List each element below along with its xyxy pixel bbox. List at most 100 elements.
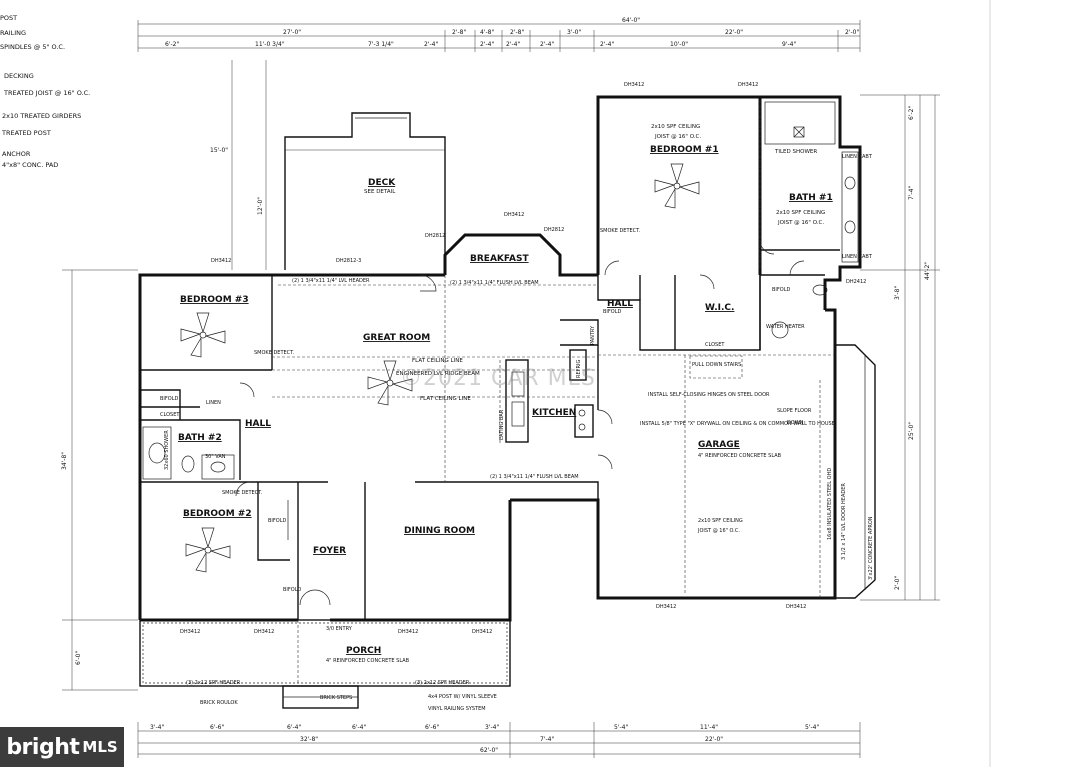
flat-ceiling-note: FLAT CEILING LINE	[420, 396, 471, 402]
dim-label: 6'-2"	[165, 41, 179, 48]
joist-note: JOIST @ 16" O.C.	[697, 528, 740, 534]
dim-label: 11'-4"	[700, 724, 718, 731]
bath2-fixtures	[142, 426, 235, 480]
dim-label: 12'-0"	[257, 197, 264, 215]
dim-label: 7'-3 1/4"	[368, 41, 394, 48]
doors	[235, 239, 805, 606]
dim-label: 22'-0"	[705, 736, 723, 743]
dim-label: 6'-0"	[75, 651, 82, 665]
legend-item: RAILING	[0, 29, 26, 37]
water-heater-label: WATER HEATER	[766, 324, 805, 330]
exterior-walls	[138, 95, 862, 622]
window-tag: DH3412	[624, 82, 644, 88]
room-label-kitchen: KITCHEN	[532, 408, 576, 418]
bath1-fixtures	[764, 101, 859, 296]
right-dimensions: 6'-2" 7'-4" 44'-2" 3'-8" 25'-0" 2'-0"	[860, 94, 940, 601]
dim-label: 3'-4"	[485, 724, 499, 731]
slab-note: 4" REINFORCED CONCRETE SLAB	[698, 453, 782, 459]
beam-note: (2) 1 3/4"x11 1/4" FLUSH LVL BEAM	[450, 280, 539, 286]
room-label-porch: PORCH	[346, 646, 381, 656]
plan-notes: 2x10 SPF CEILING JOIST @ 16" O.C. TILED …	[160, 124, 874, 712]
dim-label: 6'-4"	[352, 724, 366, 731]
closet-label: CLOSET	[160, 412, 180, 418]
drywall-note: INSTALL 5/8" TYPE "X" DRYWALL ON CEILING…	[640, 421, 835, 427]
dim-label: 6'-6"	[425, 724, 439, 731]
dim-label: 5'-4"	[805, 724, 819, 731]
room-label-garage: GARAGE	[698, 440, 740, 450]
window-tag: DH3412	[254, 629, 274, 635]
dim-label: 2'-4"	[506, 41, 520, 48]
legend-item: ANCHOR	[2, 150, 31, 158]
linen-cabinet-note: LINEN CABT	[842, 154, 873, 160]
dim-label: 6'-6"	[210, 724, 224, 731]
dim-label: 2'-8"	[452, 29, 466, 36]
dim-label: 11'-0 3/4"	[255, 41, 285, 48]
legend-item: 4"x8" CONC. PAD	[2, 161, 58, 169]
shower-label: 32x60 SHOWER	[164, 430, 170, 470]
closet-label: CLOSET	[705, 342, 725, 348]
dim-label: 10'-0"	[670, 41, 688, 48]
fan-icon-great-room	[367, 360, 413, 406]
dim-label: 34'-8"	[61, 452, 68, 470]
logo-brand: bright	[6, 734, 80, 760]
header-note: (2) 1 3/4"x11 1/4" LVL HEADER	[292, 278, 370, 284]
kitchen-fixtures	[511, 321, 789, 431]
dim-label: 9'-4"	[782, 41, 796, 48]
dim-label: 32'-8"	[300, 736, 318, 743]
down-note: DOWN	[787, 420, 804, 426]
bifold-label: BIFOLD	[268, 518, 287, 524]
dim-label: 2'-4"	[600, 41, 614, 48]
dim-label: 5'-4"	[614, 724, 628, 731]
ceiling-lines	[272, 100, 835, 598]
legend-item: POST	[0, 14, 17, 22]
flat-ceiling-note: FLAT CEILING LINE	[412, 358, 463, 364]
room-label-bath1: BATH #1	[789, 193, 833, 203]
joist-note: JOIST @ 16" O.C.	[654, 134, 701, 140]
dim-label: 64'-0"	[622, 17, 640, 24]
dim-label: 3'-4"	[150, 724, 164, 731]
logo-suffix: MLS	[82, 738, 118, 756]
room-label-bath2: BATH #2	[178, 433, 222, 443]
dim-label: 7'-4"	[540, 736, 554, 743]
window-tag: DH3412	[472, 629, 492, 635]
window-tag: DH2812-3	[336, 258, 361, 264]
dim-label: 7'-4"	[908, 186, 915, 200]
ceiling-note: 2x10 SPF CEILING	[776, 210, 825, 216]
room-label-deck: DECK	[368, 178, 396, 188]
legend-item: 2x10 TREATED GIRDERS	[2, 112, 81, 120]
garage-header-note: 3 1/2 x 14" LVL DOOR HEADER	[841, 483, 847, 560]
room-label-breakfast: BREAKFAST	[470, 254, 529, 264]
room-label-great-room: GREAT ROOM	[363, 333, 430, 343]
dim-label: 6'-4"	[287, 724, 301, 731]
linen-label: LINEN	[206, 400, 221, 406]
window-tag: DH2812	[544, 227, 564, 233]
window-tag: DH2412	[846, 279, 866, 285]
porch-slab-note: 4" REINFORCED CONCRETE SLAB	[326, 658, 410, 664]
beam-note: (2) 1 3/4"x11 1/4" FLUSH LVL BEAM	[490, 474, 579, 480]
entry-note: 3/0 ENTRY	[326, 626, 353, 632]
dim-label: 2'-4"	[424, 41, 438, 48]
fan-icon-bedroom2	[185, 527, 231, 573]
apron-note: 3'x22' CONCRETE APRON	[868, 516, 874, 580]
ceiling-note: 2x10 SPF CEILING	[698, 518, 743, 524]
linen-cabinet-note: LINEN CABT	[842, 254, 873, 260]
room-label-bedroom3: BEDROOM #3	[180, 295, 249, 305]
window-tag: DH3412	[656, 604, 676, 610]
bifold-label: BIFOLD	[603, 309, 622, 315]
vanity-label: 30" VAN	[205, 454, 226, 460]
dim-label: 2'-0"	[894, 576, 901, 590]
window-tag: DH3412	[398, 629, 418, 635]
bottom-dimensions: 3'-4" 6'-6" 6'-4" 6'-4" 6'-6" 3'-4" 5'-4…	[137, 722, 861, 758]
legend-item: DECKING	[4, 72, 34, 80]
window-tag: DH3412	[504, 212, 524, 218]
refrigerator-label: REFRIG	[576, 360, 582, 378]
dim-label: 27'-0"	[283, 29, 301, 36]
dim-label: 22'-0"	[725, 29, 743, 36]
left-dimensions: 34'-8" 15'-0" 12'-0" 6'-0"	[61, 60, 267, 691]
room-label-bedroom2: BEDROOM #2	[183, 509, 252, 519]
dim-label: 15'-0"	[210, 147, 228, 154]
window-tag: DH3412	[180, 629, 200, 635]
post-sleeve-note: 4x4 POST W/ VINYL SLEEVE	[428, 694, 497, 700]
window-tag: DH2812	[425, 233, 445, 239]
